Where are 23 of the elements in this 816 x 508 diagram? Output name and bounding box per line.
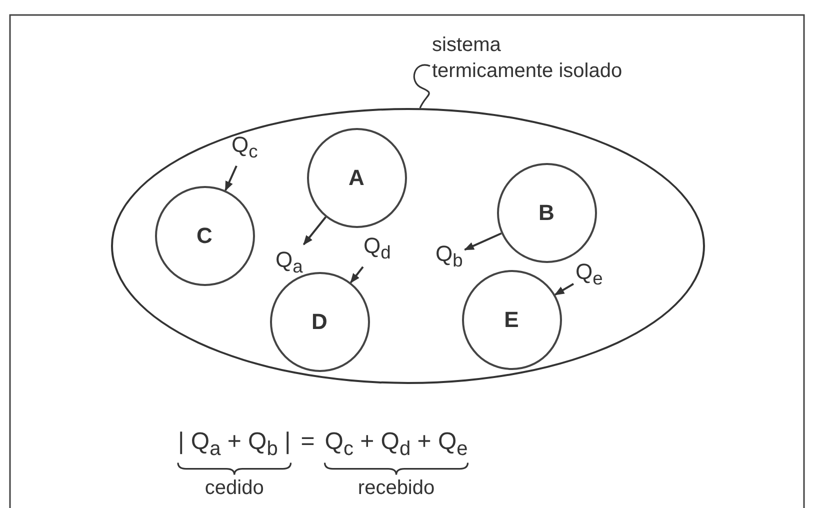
body-label: D: [312, 308, 328, 334]
arrow: [350, 266, 364, 284]
system-ellipse: [111, 108, 705, 384]
arrow: [464, 232, 502, 251]
arrow: [302, 216, 327, 246]
equation-text: =: [300, 428, 315, 457]
heat-label: Q$_{a}$: [276, 246, 303, 280]
arrow: [224, 165, 238, 192]
arrow: [554, 283, 574, 296]
body-label: A: [348, 164, 364, 190]
brace-label: recebido: [358, 476, 435, 500]
heat-label: Q$_{e}$: [576, 258, 603, 292]
heat-label: Q$_{b}$: [436, 240, 463, 274]
equation-text: Q$_{c}$ + Q$_{d}$ + Q$_{e}$: [324, 428, 468, 461]
body-label: B: [538, 200, 554, 226]
leader-line: [413, 64, 430, 108]
body-label: C: [196, 222, 212, 248]
heat-label: Q$_{d}$: [364, 232, 391, 266]
annotation-text: sistema termicamente isolado: [432, 32, 622, 84]
equation-text: | Q$_{a}$ + Q$_{b}$ |: [178, 428, 291, 461]
brace-label: cedido: [204, 476, 264, 500]
heat-label: Q$_{c}$: [232, 130, 258, 165]
body-label: E: [504, 306, 519, 332]
